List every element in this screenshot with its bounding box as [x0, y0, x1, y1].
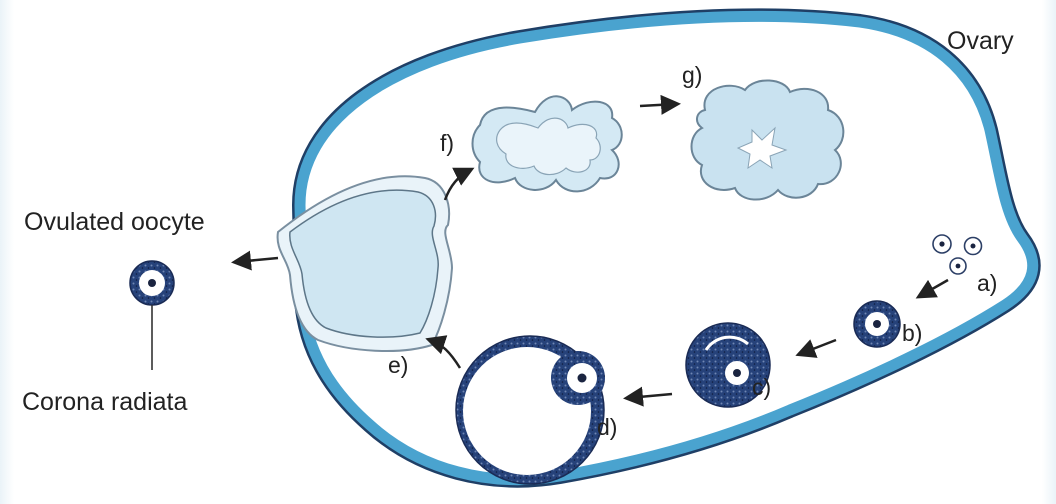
stage-f-label: f) — [440, 130, 454, 157]
stage-a-label: a) — [977, 270, 997, 297]
graafian-follicle — [456, 336, 605, 484]
stage-d-label: d) — [597, 414, 617, 441]
stage-g-label: g) — [682, 62, 702, 89]
ovulated-oocyte-label: Ovulated oocyte — [24, 208, 205, 237]
corona-radiata-label: Corona radiata — [22, 388, 187, 417]
stage-e-label: e) — [388, 352, 408, 379]
ovulated-oocyte — [130, 261, 174, 370]
ovary-label: Ovary — [947, 27, 1014, 56]
stage-c-label: c) — [752, 374, 771, 401]
stage-b-label: b) — [902, 320, 922, 347]
corpus-luteum-forming-inner — [497, 118, 601, 174]
primary-follicle — [854, 301, 900, 347]
